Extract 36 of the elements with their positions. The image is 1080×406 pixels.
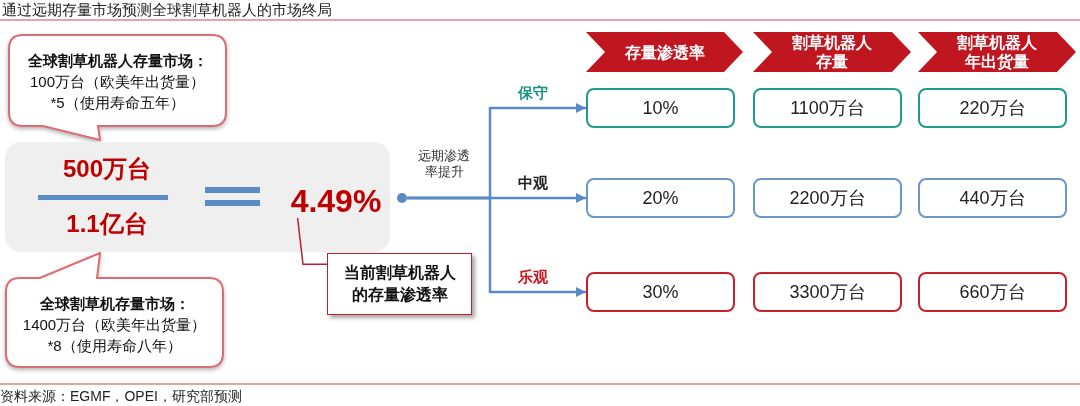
callout-heading: 全球割草机存量市场： <box>39 294 190 314</box>
value-box: 30% <box>586 272 735 312</box>
value-box: 10% <box>586 88 735 128</box>
value-box: 20% <box>586 178 735 218</box>
annotation-box: 当前割草机器人的存量渗透率 <box>327 253 472 315</box>
percentage-value: 4.49% <box>288 184 384 218</box>
callout-bubble <box>5 252 224 368</box>
edge-label: 中观 <box>517 174 549 192</box>
callout-text: 100万台（欧美年出货量） <box>30 72 205 92</box>
callout-text: *5（使用寿命五年） <box>50 93 185 113</box>
value-box: 660万台 <box>918 272 1067 312</box>
title: 通过远期存量市场预测全球割草机器人的市场终局 <box>2 1 332 19</box>
callout-text: 1400万台（欧美年出货量） <box>22 315 207 335</box>
source-note: 资料来源：EGMF，OPEI，研究部预测 <box>0 388 242 405</box>
header-text: 存量渗透率 <box>623 42 706 62</box>
chevron-header <box>586 32 743 72</box>
chevron-header <box>918 32 1076 72</box>
denominator: 1.1亿台 <box>65 209 149 239</box>
arrow <box>407 196 586 297</box>
header-text: 割草机器人存量 <box>791 33 873 71</box>
leader-line <box>296 217 328 265</box>
header-text: 割草机器人年出货量 <box>956 33 1038 71</box>
edge-label: 乐观 <box>517 268 549 286</box>
chevron-header <box>753 32 911 72</box>
formula-panel <box>5 142 390 252</box>
callout-bubble <box>8 34 227 142</box>
edge-label: 保守 <box>516 84 549 102</box>
note-text: 远期渗透率提升 <box>417 148 471 180</box>
numerator: 500万台 <box>61 154 152 184</box>
value-box: 440万台 <box>918 178 1067 218</box>
value-box: 220万台 <box>918 88 1067 128</box>
value-box: 3300万台 <box>753 272 902 312</box>
value-box: 1100万台 <box>753 88 902 128</box>
callout-text: *8（使用寿命八年） <box>47 336 182 356</box>
callout-heading: 全球割草机器人存量市场： <box>27 51 208 71</box>
value-box: 2200万台 <box>753 178 902 218</box>
